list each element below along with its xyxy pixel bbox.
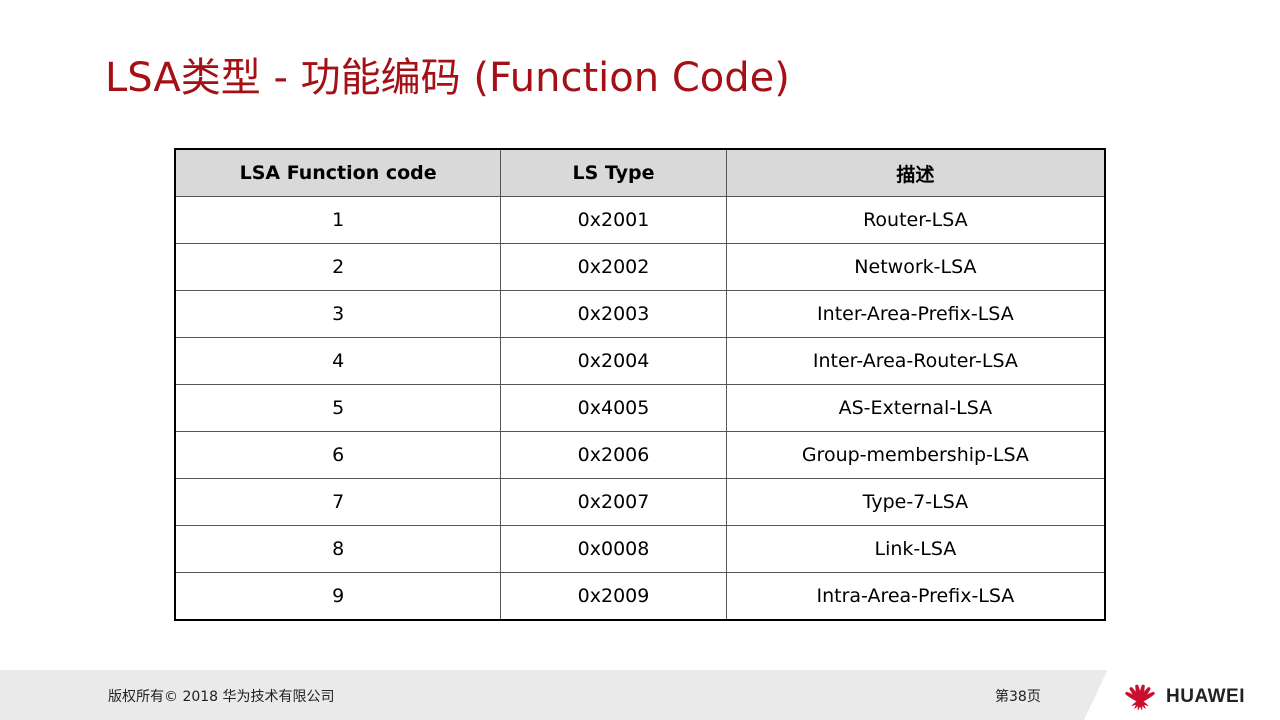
ls-type-cell: 0x2001: [500, 196, 727, 244]
table-row: 8 0x0008 Link-LSA: [174, 525, 1106, 573]
header-function-code: LSA Function code: [174, 148, 502, 197]
footer-bar: [0, 670, 1280, 720]
description-cell: Inter-Area-Router-LSA: [725, 337, 1106, 385]
description-cell: Type-7-LSA: [725, 478, 1106, 526]
function-code-cell: 5: [174, 384, 502, 432]
table-header-row: LSA Function code LS Type 描述: [174, 148, 1106, 197]
function-code-cell: 6: [174, 431, 502, 479]
ls-type-cell: 0x0008: [500, 525, 727, 573]
description-cell: Group-membership-LSA: [725, 431, 1106, 479]
function-code-cell: 8: [174, 525, 502, 573]
function-code-cell: 3: [174, 290, 502, 338]
page-number: 第38页: [995, 689, 1041, 705]
table-row: 6 0x2006 Group-membership-LSA: [174, 431, 1106, 479]
huawei-logo-icon: [1125, 684, 1155, 711]
ls-type-cell: 0x4005: [500, 384, 727, 432]
ls-type-cell: 0x2002: [500, 243, 727, 291]
description-cell: Router-LSA: [725, 196, 1106, 244]
function-code-cell: 9: [174, 572, 502, 621]
page-title: LSA类型 - 功能编码 (Function Code): [105, 55, 790, 101]
header-description: 描述: [725, 148, 1106, 197]
table-row: 5 0x4005 AS-External-LSA: [174, 384, 1106, 432]
table-row: 3 0x2003 Inter-Area-Prefix-LSA: [174, 290, 1106, 338]
copyright-text: 版权所有© 2018 华为技术有限公司: [108, 689, 335, 705]
ls-type-cell: 0x2004: [500, 337, 727, 385]
huawei-brand: HUAWEI: [1120, 680, 1245, 714]
description-cell: AS-External-LSA: [725, 384, 1106, 432]
function-code-cell: 1: [174, 196, 502, 244]
description-cell: Intra-Area-Prefix-LSA: [725, 572, 1106, 621]
ls-type-cell: 0x2007: [500, 478, 727, 526]
table-row: 2 0x2002 Network-LSA: [174, 243, 1106, 291]
header-ls-type: LS Type: [500, 148, 727, 197]
function-code-cell: 2: [174, 243, 502, 291]
table-row: 1 0x2001 Router-LSA: [174, 196, 1106, 244]
function-code-cell: 4: [174, 337, 502, 385]
ls-type-cell: 0x2009: [500, 572, 727, 621]
table-row: 9 0x2009 Intra-Area-Prefix-LSA: [174, 572, 1106, 621]
lsa-function-code-table: LSA Function code LS Type 描述 1 0x2001 Ro…: [174, 148, 1106, 621]
function-code-cell: 7: [174, 478, 502, 526]
huawei-wordmark: HUAWEI: [1166, 686, 1245, 707]
description-cell: Network-LSA: [725, 243, 1106, 291]
ls-type-cell: 0x2003: [500, 290, 727, 338]
description-cell: Inter-Area-Prefix-LSA: [725, 290, 1106, 338]
description-cell: Link-LSA: [725, 525, 1106, 573]
table-row: 7 0x2007 Type-7-LSA: [174, 478, 1106, 526]
table-row: 4 0x2004 Inter-Area-Router-LSA: [174, 337, 1106, 385]
ls-type-cell: 0x2006: [500, 431, 727, 479]
footer-brand-area: [1084, 670, 1280, 720]
